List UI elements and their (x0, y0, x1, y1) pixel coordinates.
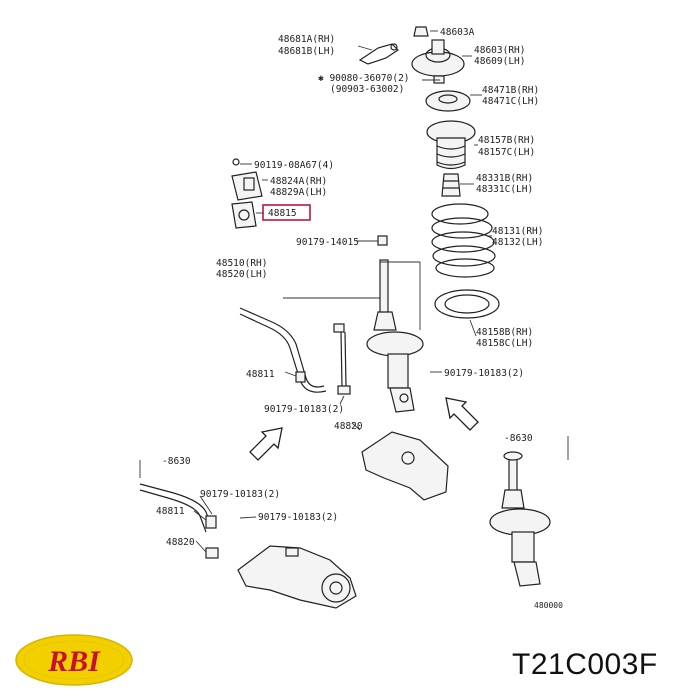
callout-48510: 48510(RH)48520(LH) (216, 258, 267, 280)
callout-48811-upper: 48811 (246, 369, 275, 380)
callout-48603a: 48603A (440, 27, 475, 38)
callout-90119: 90119-08A67(4) (254, 160, 334, 171)
direction-arrow-left (249, 427, 283, 461)
upper-support-part (411, 39, 465, 77)
callout-48820-upper: 48820 (334, 421, 363, 432)
callout-48681: 48681A(RH)48681B(LH) (278, 34, 335, 57)
coil-spring-part (431, 203, 496, 278)
callout-48824: 48824A(RH)48829A(LH) (270, 176, 327, 198)
callout-90080: ✱ 90080-36070(2)(90903-63002) (318, 73, 410, 95)
callout-8630-right: -8630 (504, 433, 533, 444)
stabilizer-bar-part (239, 307, 327, 393)
direction-arrow-right (445, 397, 479, 431)
callout-48603: 48603(RH)48609(LH) (474, 45, 525, 67)
callout-8630-left: -8630 (162, 456, 191, 467)
callout-48131: 48131(RH)48132(LH) (492, 226, 543, 248)
callout-480000: 480000 (534, 601, 563, 610)
bearing-part (425, 90, 471, 112)
part-number-label: T21C003F (512, 648, 658, 681)
shock-absorber-part (366, 259, 424, 413)
callout-48811-lower: 48811 (156, 506, 185, 517)
top-nut-part (413, 26, 429, 37)
callout-48820-lower: 48820 (166, 537, 195, 548)
callout-90179-10183-left: 90179-10183(2) (264, 404, 344, 415)
assembled-strut-part (489, 451, 551, 587)
nut-part (433, 75, 445, 84)
callout-48158: 48158B(RH)48158C(LH) (476, 327, 533, 349)
callout-90179-10183-right: 90179-10183(2) (444, 368, 524, 379)
stabilizer-link-part (333, 323, 351, 395)
callout-48815: 48815 (268, 208, 297, 219)
part-callouts: 48681A(RH)48681B(LH) 48603A 48603(RH)486… (156, 27, 563, 610)
assembly-knuckle-part (237, 545, 357, 609)
mount-bracket-part (358, 43, 399, 65)
stabilizer-bushing-part (231, 201, 257, 229)
strut-top-nut-part (377, 235, 388, 246)
callout-90179-14015: 90179-14015 (296, 237, 359, 248)
logo-lettering: RBI (47, 645, 101, 678)
callout-48157: 48157B(RH)48157C(LH) (478, 135, 535, 158)
callout-48331: 48331B(RH)48331C(LH) (476, 173, 533, 195)
bump-stop-part (441, 173, 461, 197)
spring-seat-part (426, 120, 476, 170)
spring-insulator-part (434, 289, 500, 319)
rbi-logo: RBI (15, 634, 133, 686)
callout-48471: 48471B(RH)48471C(LH) (482, 85, 539, 107)
steering-knuckle-part (361, 431, 449, 501)
stabilizer-bracket-part (231, 158, 263, 201)
callout-90179-10183-lower-b: 90179-10183(2) (258, 512, 338, 523)
highlighted-part-box (262, 204, 311, 221)
leader-lines (139, 30, 569, 553)
callout-90179-10183-lower-a: 90179-10183(2) (200, 489, 280, 500)
